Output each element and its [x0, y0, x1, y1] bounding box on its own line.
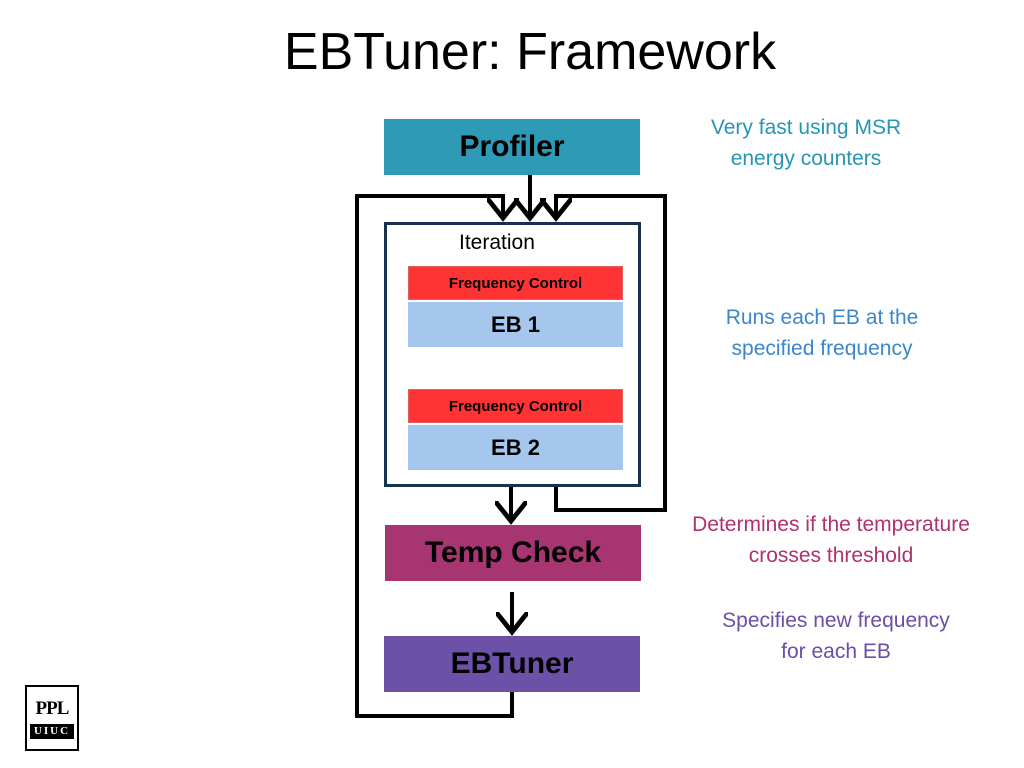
ebtuner-note-line-2: for each EB: [781, 640, 891, 663]
temp-note-line-2: crosses threshold: [748, 544, 914, 567]
profiler-note-line-2: energy counters: [730, 147, 882, 170]
profiler-note: Very fast using MSR energy counters: [676, 112, 936, 174]
profiler-note-line-1: Very fast using MSR: [710, 116, 902, 139]
eb-2-box: EB 2: [408, 425, 623, 470]
slide-title: EBTuner: Framework: [283, 23, 777, 81]
runs-note-line-2: specified frequency: [731, 337, 913, 360]
frequency-control-2: Frequency Control: [408, 389, 623, 423]
ppl-uiuc-logo: PPL UIUC: [25, 685, 79, 751]
runs-note-line-1: Runs each EB at the: [725, 306, 919, 329]
temp-note-line-1: Determines if the temperature: [692, 513, 970, 536]
profiler-box: Profiler: [384, 119, 640, 175]
runs-note: Runs each EB at the specified frequency: [692, 302, 952, 364]
frequency-control-1: Frequency Control: [408, 266, 623, 300]
ebtuner-note: Specifies new frequency for each EB: [686, 605, 986, 667]
loop-left-connector: [355, 194, 512, 718]
iteration-label: Iteration: [459, 231, 535, 254]
eb-1-box: EB 1: [408, 302, 623, 347]
ebtuner-note-line-1: Specifies new frequency: [722, 609, 950, 632]
ebtuner-box: EBTuner: [384, 636, 640, 692]
logo-top-text: PPL: [35, 697, 70, 719]
loop-right-connector: [556, 194, 667, 512]
temp-check-box: Temp Check: [385, 525, 641, 581]
temp-note: Determines if the temperature crosses th…: [666, 509, 996, 571]
logo-bottom-text: UIUC: [30, 723, 74, 739]
